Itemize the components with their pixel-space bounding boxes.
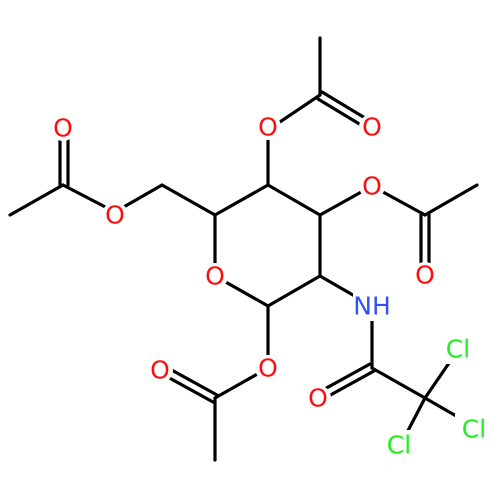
chlorine-top-label: Cl (446, 335, 470, 364)
c6-oxygen-label: O (105, 201, 125, 230)
chlorine-bottom-label: Cl (387, 431, 411, 460)
bond-c2-c1 (266, 274, 322, 308)
anomeric-oxygen-label: O (258, 354, 278, 383)
chlorine-right-label: Cl (462, 415, 486, 444)
atom-label-backgrounds (50, 114, 493, 460)
bond-c5-c4 (213, 183, 270, 217)
bond-carbonyl-double-b (162, 373, 215, 404)
c6-carbonyl-oxygen-label: O (53, 114, 73, 143)
bond-carbonyl-double-a (319, 362, 372, 393)
bond-carbonyl-methyl (423, 183, 479, 217)
c4-oxygen-label: O (258, 113, 278, 142)
bond-carbonyl-methyl (8, 183, 65, 217)
c4-carbonyl-oxygen-label: O (362, 113, 382, 142)
bond-c5-c6 (160, 183, 217, 217)
c3-carbonyl-oxygen-label: O (415, 261, 435, 290)
pyranose-ring-bonds (213, 183, 322, 308)
bond-carbonyl-double-b (320, 90, 372, 123)
bond-carbonyl-double-b (323, 369, 376, 400)
bond-c4-c3 (266, 183, 322, 217)
c1-acetate-bonds (162, 304, 270, 462)
c3-oxygen-label: O (362, 172, 382, 201)
bond-carbonyl-ccl3 (370, 366, 427, 400)
c4-acetate-bonds (266, 36, 372, 187)
atom-labels: O O O O O O O O O NH O Cl Cl Cl (53, 113, 486, 460)
anomeric-carbonyl-oxygen-label: O (150, 356, 170, 385)
amide-nitrogen-label: NH (353, 292, 391, 321)
c3-acetate-bonds (318, 183, 479, 274)
ring-oxygen-label: O (205, 262, 225, 291)
amide-oxygen-label: O (308, 384, 328, 413)
bond-carbonyl-double-a (166, 366, 219, 397)
bond-carbonyl-double-a (316, 97, 368, 130)
